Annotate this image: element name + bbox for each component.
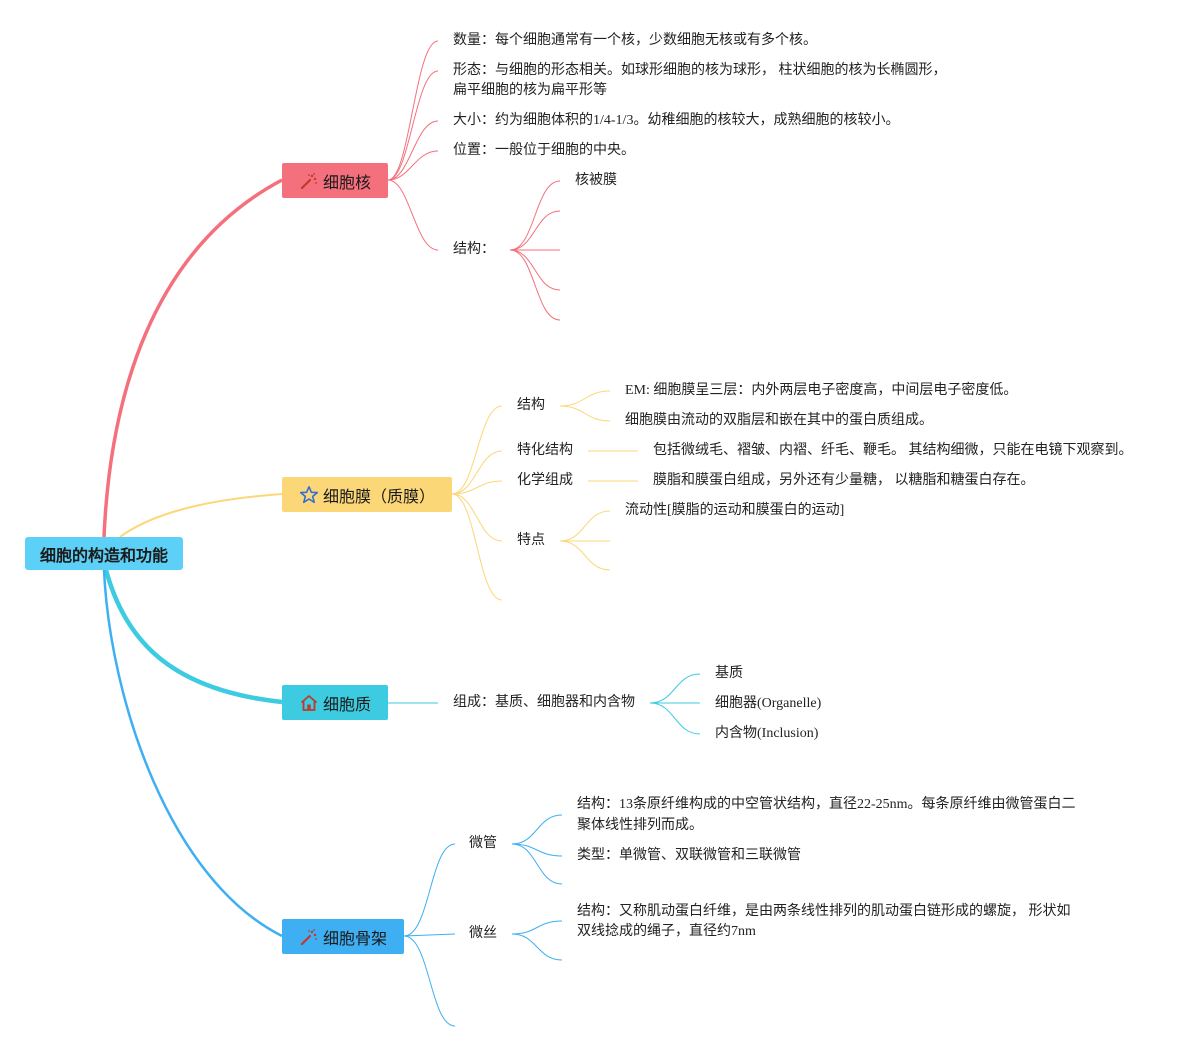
cytoplasm-matrix[interactable]: 基质	[715, 666, 743, 681]
branch-label: 细胞骨架	[322, 928, 387, 948]
membrane-chemistry-desc[interactable]: 膜脂和膜蛋白组成，另外还有少量糖， 以糖脂和糖蛋白存在。	[653, 473, 1035, 488]
microtubule-types[interactable]: 类型：单微管、双联微管和三联微管	[577, 848, 801, 863]
nucleus-position[interactable]: 位置：一般位于细胞的中央。	[453, 143, 635, 158]
cytoplasm-organelle[interactable]: 细胞器(Organelle)	[715, 696, 822, 711]
membrane-features[interactable]: 特点	[517, 533, 545, 548]
microtubule-structure-cont[interactable]: 聚体线性排列而成。	[577, 818, 703, 833]
nucleus-structure[interactable]: 结构：	[453, 242, 495, 257]
cytoplasm-inclusion[interactable]: 内含物(Inclusion)	[715, 726, 819, 741]
root-topic[interactable]: 细胞的构造和功能	[25, 537, 183, 570]
membrane-composition-desc[interactable]: 细胞膜由流动的双脂层和嵌在其中的蛋白质组成。	[625, 413, 933, 428]
branch-label: 细胞核	[322, 172, 371, 192]
house-icon	[300, 694, 318, 711]
star-icon	[299, 485, 319, 503]
cytoplasm-composition[interactable]: 组成：基质、细胞器和内含物	[453, 695, 635, 710]
branch-cytoskeleton[interactable]: 细胞骨架	[282, 919, 404, 954]
membrane-structure[interactable]: 结构	[517, 398, 545, 413]
nucleus-shape-cont[interactable]: 扁平细胞的核为扁平形等	[453, 83, 607, 98]
nuclear-envelope[interactable]: 核被膜	[575, 173, 617, 188]
membrane-specialized[interactable]: 特化结构	[517, 443, 573, 458]
branch-nucleus[interactable]: 细胞核	[282, 163, 388, 198]
nucleus-shape[interactable]: 形态：与细胞的形态相关。如球形细胞的核为球形， 柱状细胞的核为长椭圆形，	[453, 63, 947, 78]
nucleus-size[interactable]: 大小：约为细胞体积的1/4-1/3。幼稚细胞的核较大，成熟细胞的核较小。	[453, 113, 900, 128]
microtubule-structure[interactable]: 结构：13条原纤维构成的中空管状结构，直径22-25nm。每条原纤维由微管蛋白二	[577, 797, 1076, 812]
branch-label: 细胞质	[322, 694, 371, 714]
microtubule[interactable]: 微管	[469, 836, 497, 851]
nucleus-count[interactable]: 数量：每个细胞通常有一个核，少数细胞无核或有多个核。	[453, 33, 817, 48]
branch-membrane[interactable]: 细胞膜（质膜）	[282, 477, 452, 512]
membrane-specialized-desc[interactable]: 包括微绒毛、褶皱、内褶、纤毛、鞭毛。 其结构细微，只能在电镜下观察到。	[653, 443, 1133, 458]
membrane-em[interactable]: EM: 细胞膜呈三层：内外两层电子密度高，中间层电子密度低。	[625, 383, 1018, 398]
branch-cytoplasm[interactable]: 细胞质	[282, 685, 388, 720]
microfilament-structure[interactable]: 结构：又称肌动蛋白纤维，是由两条线性排列的肌动蛋白链形成的螺旋， 形状如	[577, 904, 1071, 919]
microfilament[interactable]: 微丝	[469, 926, 497, 941]
microfilament-structure-cont[interactable]: 双线捻成的绳子，直径约7nm	[577, 924, 756, 939]
membrane-chemistry[interactable]: 化学组成	[517, 473, 573, 488]
magic-wand-icon	[300, 928, 317, 945]
membrane-fluidity[interactable]: 流动性[膜脂的运动和膜蛋白的运动]	[625, 503, 845, 518]
magic-wand-icon	[300, 172, 317, 189]
root-label: 细胞的构造和功能	[39, 545, 168, 565]
branch-label: 细胞膜（质膜）	[322, 486, 435, 506]
